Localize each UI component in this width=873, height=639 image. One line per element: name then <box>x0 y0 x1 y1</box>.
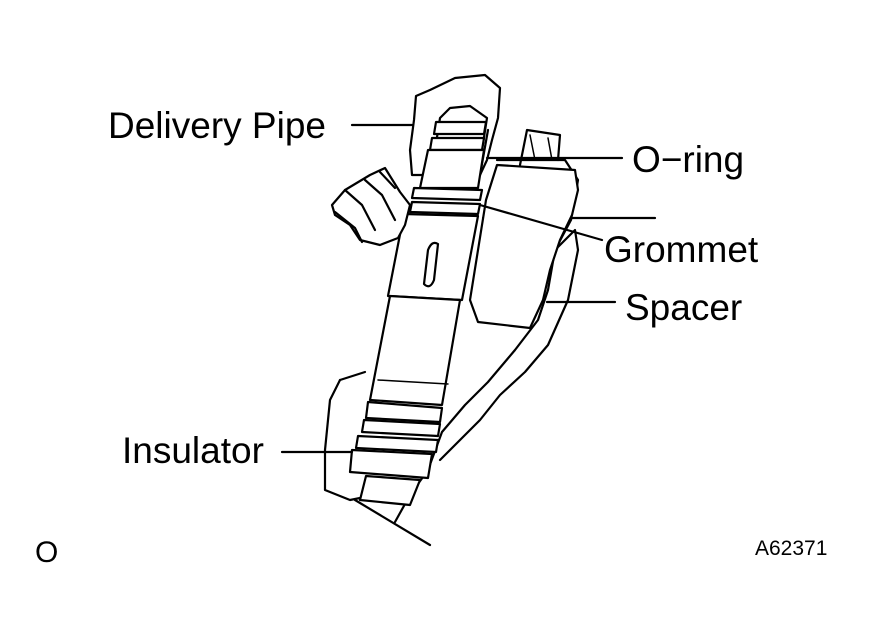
leader-lines <box>280 123 624 454</box>
figure-code: A62371 <box>755 537 827 560</box>
label-spacer: Spacer <box>625 287 742 328</box>
label-o-ring: O−ring <box>632 139 744 180</box>
spacer <box>468 128 580 330</box>
injector-connector <box>330 166 412 247</box>
injector-body <box>348 104 489 507</box>
corner-mark: O <box>35 536 58 569</box>
leader-grommet <box>478 203 604 242</box>
label-delivery-pipe: Delivery Pipe <box>108 105 326 146</box>
label-grommet: Grommet <box>604 229 759 270</box>
label-insulator: Insulator <box>122 430 264 471</box>
